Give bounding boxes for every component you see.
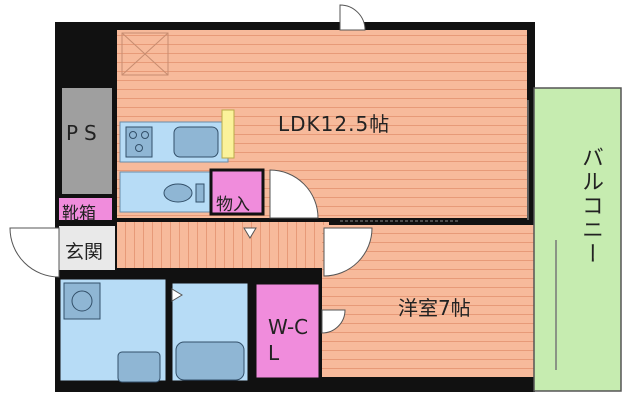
hallway-floor	[117, 222, 329, 268]
ldk-stair-hatch	[121, 32, 169, 76]
wcl-label: W-CL	[268, 315, 309, 365]
ldk-door-swing	[269, 169, 319, 219]
storage-closet	[209, 168, 265, 216]
bathtub-icon	[175, 341, 245, 381]
washbasin-icon	[117, 351, 161, 383]
right-arrow-icon	[171, 288, 183, 302]
ps-area	[62, 88, 112, 194]
walk-in-closet	[253, 281, 322, 381]
stove-icon	[125, 126, 153, 158]
western-room-label: 洋室7帖	[398, 296, 471, 320]
shoe-box-label: 靴箱	[62, 204, 96, 224]
entrance-door-swing	[9, 227, 60, 278]
entrance-label: 玄関	[65, 241, 104, 263]
balcony-label: バルコニー	[578, 146, 603, 266]
down-arrow-icon	[243, 227, 257, 239]
top-door-swing	[339, 4, 366, 31]
wcl-door-swing	[321, 309, 346, 334]
ldk-label: LDK12.5帖	[278, 112, 391, 136]
balcony	[533, 87, 622, 392]
toilet-icon	[163, 183, 193, 203]
ps-label: PS	[66, 121, 103, 145]
room-door-swing	[323, 227, 373, 277]
shoe-box	[59, 198, 112, 220]
washer-icon	[63, 282, 101, 320]
entrance-floor	[59, 226, 115, 270]
kitchen-sink-icon	[173, 126, 219, 158]
storage-label: 物入	[216, 195, 250, 215]
